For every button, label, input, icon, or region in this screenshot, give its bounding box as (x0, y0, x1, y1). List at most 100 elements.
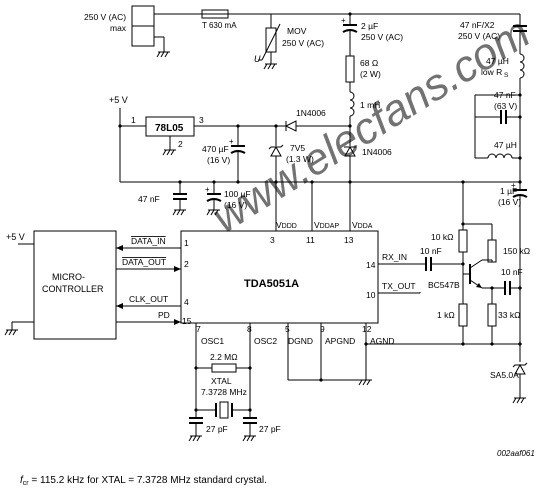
watermark: www.elecfans.com (204, 8, 539, 243)
rx-amplifier-stage: 10 nF 10 kΩ BC547B 150 kΩ (419, 180, 530, 346)
cap-47nf-63v-rating: (63 V) (494, 101, 517, 111)
svg-text:VDDA: VDDA (352, 220, 373, 230)
ic-name: TDA5051A (244, 278, 299, 290)
cap-47nf-x2-value: 47 nF/X2 (460, 20, 495, 30)
mov: MOV 250 V (AC) U (254, 14, 324, 70)
pin-vdda-name: V (352, 220, 358, 230)
mov-rating: 250 V (AC) (282, 38, 324, 48)
cap-1uf-rating: (16 V) (498, 197, 521, 207)
pin-rx-in-num: 14 (366, 260, 376, 270)
mcu-name-line2: CONTROLLER (42, 284, 104, 294)
cap-2uf-rating: 250 V (AC) (361, 32, 403, 42)
tvs-label: SA5.0A (490, 370, 519, 380)
pin-vddd-name: V (276, 220, 282, 230)
rx-r10k-value: 10 kΩ (431, 232, 453, 242)
osc-r-value: 2.2 MΩ (210, 352, 238, 362)
reg-pin3: 3 (199, 115, 204, 125)
cap-470uf-rating: (16 V) (207, 155, 230, 165)
resistor-68-ohm: 68 Ω (2 W) (345, 55, 381, 92)
pin-osc1-num: 7 (196, 324, 201, 334)
transistor-label: BC547B (428, 280, 460, 290)
mains-voltage-label: 250 V (AC) (84, 12, 126, 22)
pin-clk-out-num: 4 (184, 297, 189, 307)
osc-c2-value: 27 pF (259, 424, 281, 434)
fuse-label: T 630 mA (202, 21, 237, 30)
oscillator-network: 2.2 MΩ XTAL 7.3728 MHz 27 pF 27 pF (188, 352, 281, 442)
pin-vddap-name: V (314, 220, 320, 230)
pin-tx-out-name: TX_OUT (382, 281, 416, 291)
capacitor-2uf: + 2 µF 250 V (AC) (341, 12, 403, 56)
pin-pd-num: 15 (182, 316, 192, 326)
rx-r1k-value: 1 kΩ (437, 310, 455, 320)
pin-osc1-name: OSC1 (201, 336, 224, 346)
diode-shunt-label: 1N4006 (362, 147, 392, 157)
sig-data-out: DATA_OUT (122, 257, 166, 267)
sig-clk-out: CLK_OUT (129, 294, 168, 304)
cap-47nf-x2-rating: 250 V (AC) (458, 31, 500, 41)
svg-text:VDDD: VDDD (276, 220, 297, 230)
mcu-name-line1: MICRO- (52, 272, 85, 282)
pin-data-out-num: 2 (184, 259, 189, 269)
xtal-name: XTAL (211, 376, 232, 386)
supply-5v-top: +5 V (109, 95, 128, 105)
figure-id: 002aaf061 (497, 449, 535, 458)
xtal-freq: 7.3728 MHz (201, 387, 247, 397)
pin-vdda-num: 13 (344, 235, 354, 245)
rx-cin-value: 10 nF (420, 246, 442, 256)
mains-input: 250 V (AC) max (84, 5, 202, 58)
cap-47nf-left-value: 47 nF (138, 194, 160, 204)
svg-text:+: + (205, 185, 210, 194)
l47u-top-value: 47 µH (486, 56, 509, 66)
capacitor-470uf: + 470 µF (16 V) (202, 124, 246, 182)
fuse: T 630 mA (201, 9, 237, 30)
svg-text:+: + (341, 16, 346, 25)
reg-name: 78L05 (155, 123, 184, 134)
pin-dgnd-name: DGND (288, 336, 313, 346)
ic-tda5051a: TDA5051A VDDD 3 VDDAP 11 VDDA 13 14 10 R… (180, 180, 520, 418)
pin-vddap-sub: DDAP (320, 223, 340, 230)
cap-1uf-value: 1 µF (500, 186, 517, 196)
capacitor-100uf: + 100 µF (16 V) (205, 180, 251, 216)
mcu-supply: +5 V (6, 232, 25, 242)
reg-pin1: 1 (131, 115, 136, 125)
svg-text:+: + (511, 181, 516, 190)
rx-cout-value: 10 nF (501, 267, 523, 277)
pin-agnd-name: AGND (370, 336, 395, 346)
pin-data-in-num: 1 (184, 238, 189, 248)
pin-rx-in-name: RX_IN (382, 252, 407, 262)
sig-pd: PD (158, 310, 170, 320)
r68-value: 68 Ω (360, 58, 378, 68)
rx-r150k-value: 150 kΩ (503, 246, 530, 256)
r68-power: (2 W) (360, 69, 381, 79)
pin-vddap-num: 11 (306, 235, 315, 245)
pin-agnd-num: 12 (362, 324, 372, 334)
zener-value: 7V5 (290, 143, 305, 153)
reg-pin2: 2 (178, 139, 183, 149)
cap-47nf-63v-value: 47 nF (494, 90, 516, 100)
inductor-1mh: 1 mH (349, 91, 380, 126)
tvs-sa5-0a: SA5.0A (490, 342, 528, 404)
cap-100uf-value: 100 µF (224, 189, 251, 199)
caption-text: = 115.2 kHz for XTAL = 7.3728 MHz standa… (29, 475, 267, 486)
caption-sub: cr (23, 480, 30, 487)
pin-apgnd-name: APGND (325, 336, 355, 346)
zener-power: (1.3 W) (286, 154, 314, 164)
pin-vddd-num: 3 (270, 235, 275, 245)
l47u-top-note-sub: S (504, 72, 509, 79)
sig-data-in: DATA_IN (131, 236, 166, 246)
pin-tx-out-num: 10 (366, 290, 376, 300)
diode-1n4006-shunt: 1N4006 (344, 126, 392, 182)
svg-text:+: + (229, 137, 234, 146)
svg-text:VDDAP: VDDAP (314, 220, 339, 230)
right-filter-chain: 47 nF/X2 250 V (AC) 47 µH low R S 47 nF … (458, 14, 528, 362)
mov-u-symbol: U (254, 54, 261, 64)
capacitor-47nf-left: 47 nF (138, 180, 187, 216)
regulator-78l05: 78L05 1 3 2 (131, 115, 204, 156)
pin-osc2-name: OSC2 (254, 336, 277, 346)
caption: fcr = 115.2 kHz for XTAL = 7.3728 MHz st… (20, 475, 267, 487)
pin-apgnd-num: 9 (320, 324, 325, 334)
pin-vdda-sub: DDA (358, 223, 373, 230)
cap-100uf-rating: (16 V) (224, 200, 247, 210)
microcontroller: MICRO- CONTROLLER +5 V DATA_IN DATA_OUT … (4, 230, 181, 340)
